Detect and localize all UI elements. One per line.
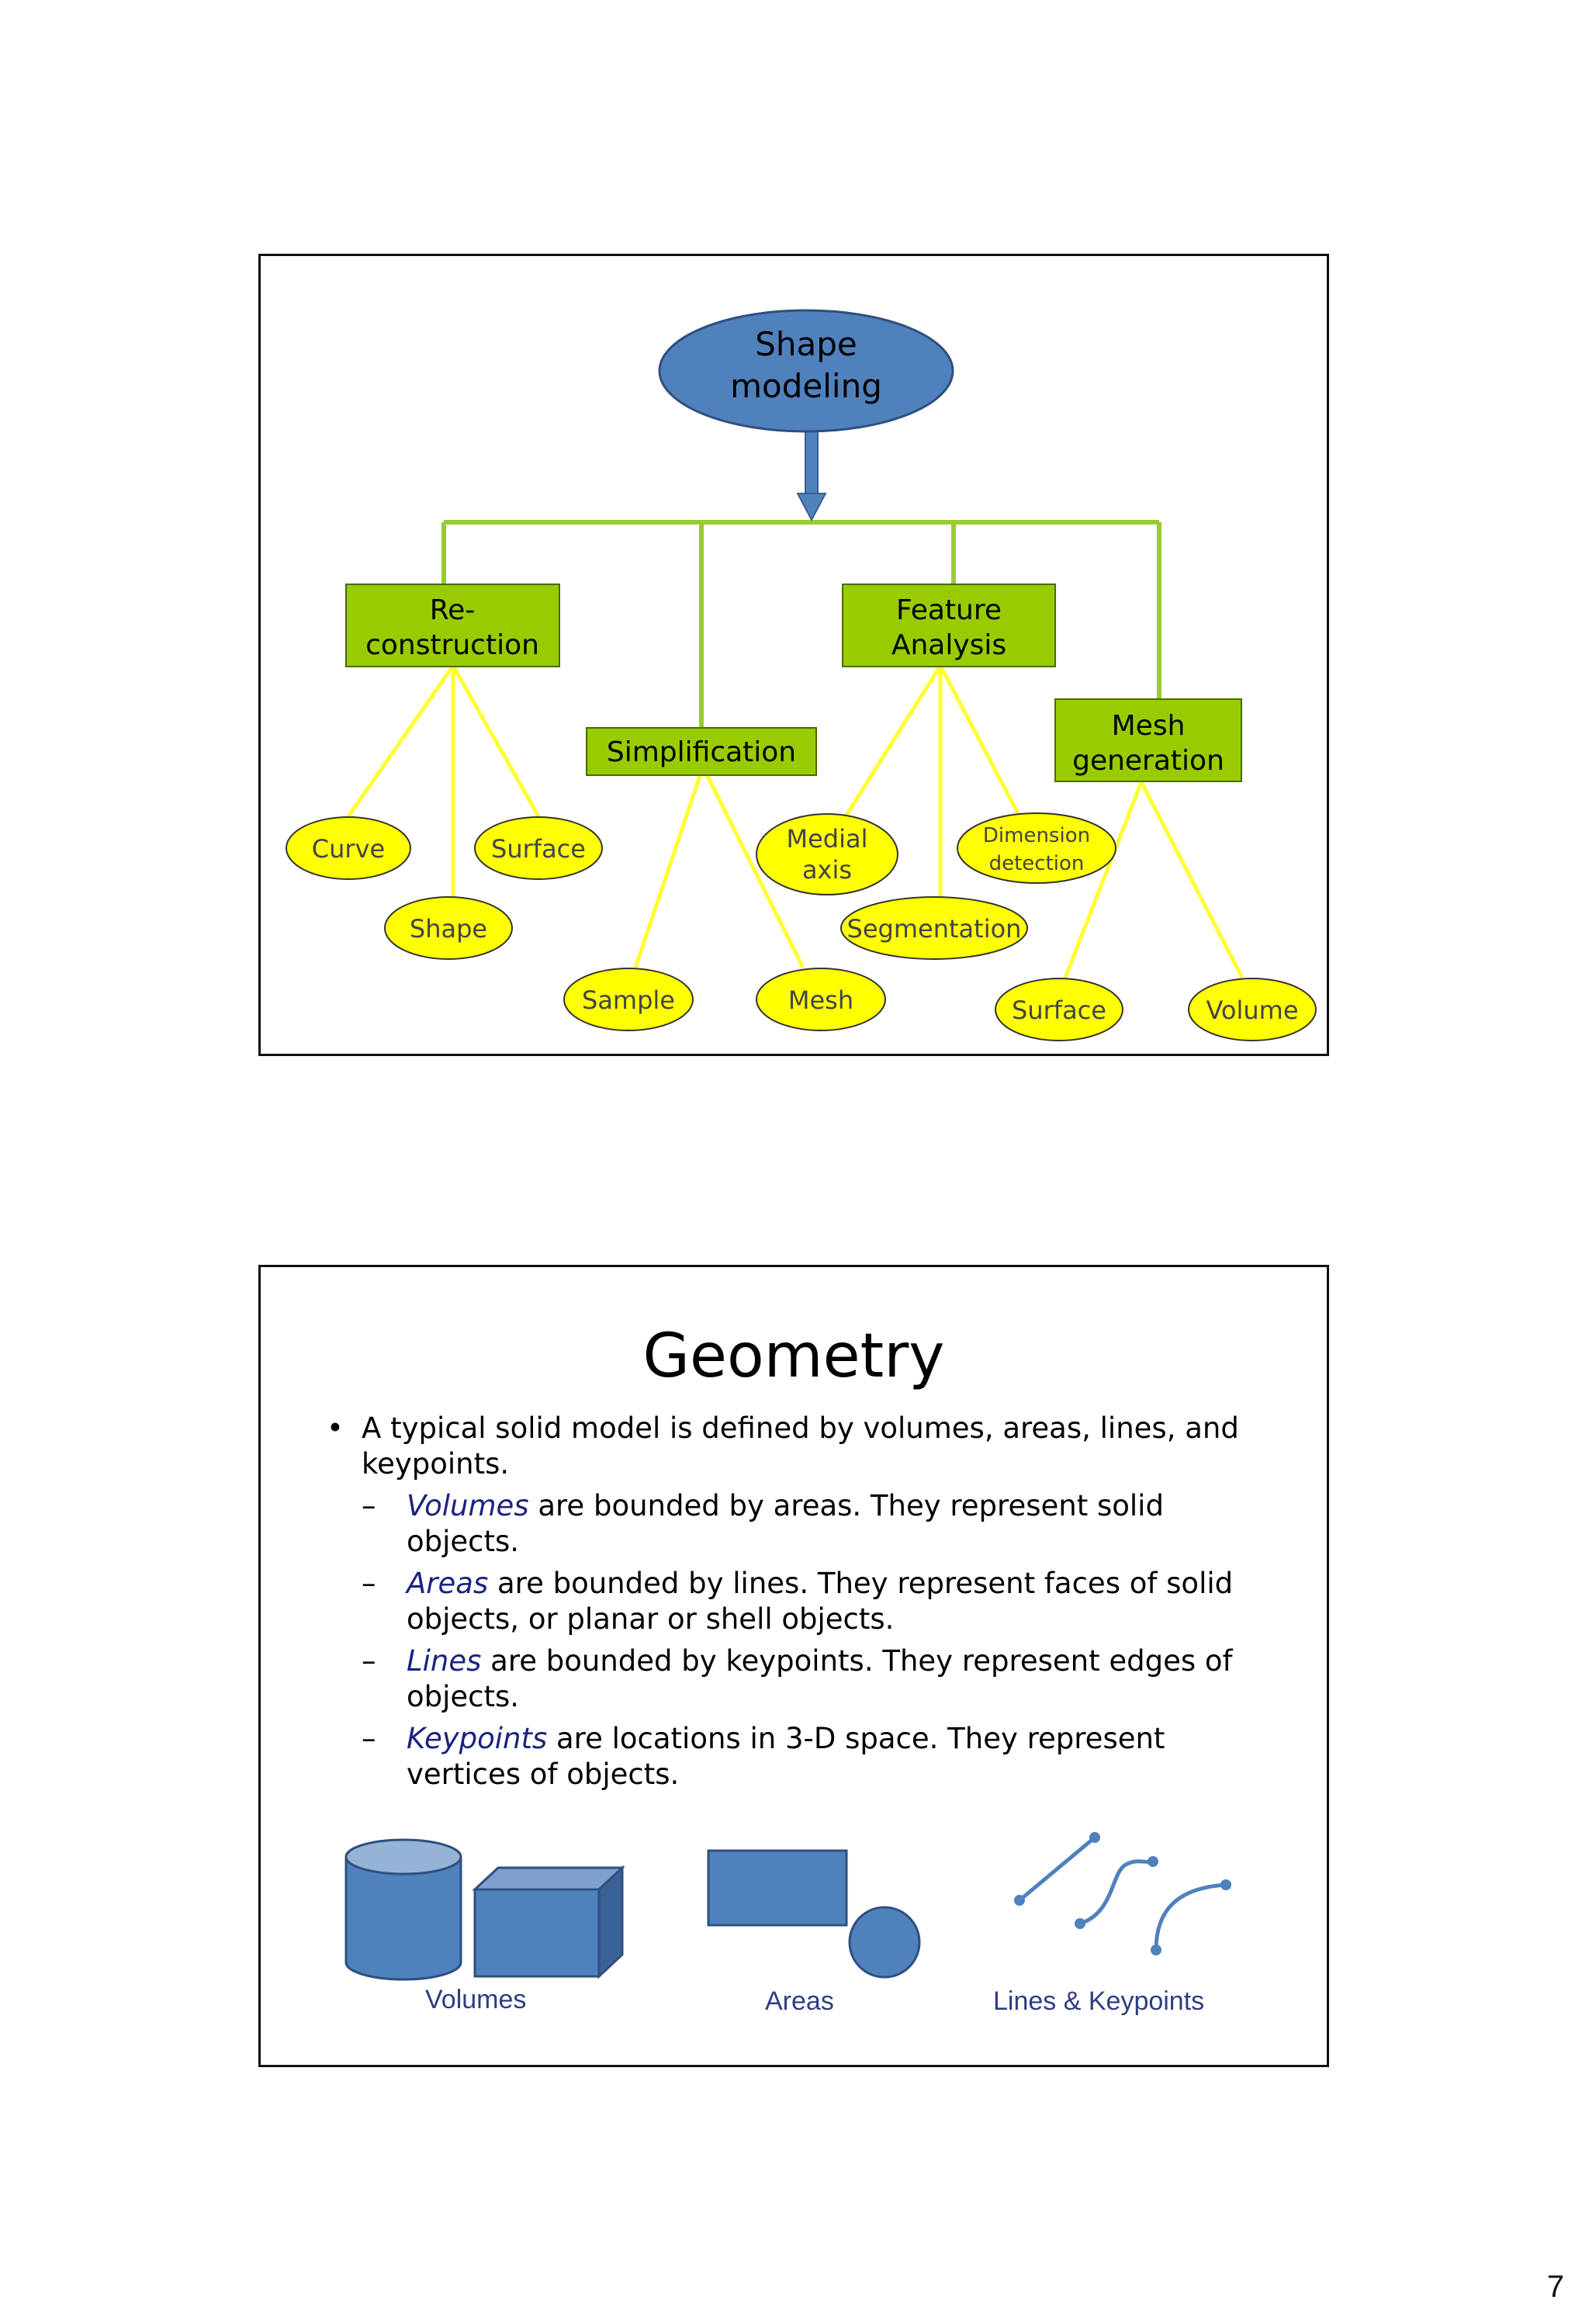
svg-text:Sample: Sample xyxy=(582,985,675,1015)
leaf-shape: Shape xyxy=(384,896,513,960)
dash-icon: – xyxy=(362,1489,376,1522)
geometry-slide: Geometry • A typical solid model is defi… xyxy=(258,1265,1329,2067)
svg-text:Feature: Feature xyxy=(896,594,1002,626)
svg-text:Curve: Curve xyxy=(312,834,385,864)
dash-icon: – xyxy=(362,1567,376,1600)
svg-text:Re-: Re- xyxy=(430,594,476,626)
shape-modeling-diagram: Shape modeling Re- construction Simplifi… xyxy=(286,309,1317,1041)
svg-text:Analysis: Analysis xyxy=(891,629,1006,661)
leaf-surface-reconstruction: Surface xyxy=(474,816,603,880)
keypoint-dots xyxy=(1014,1832,1231,1955)
sub-bullet-lines: – Lines are bounded by keypoints. They r… xyxy=(362,1644,1233,1713)
svg-text:Mesh: Mesh xyxy=(788,985,853,1015)
geometry-illustrations xyxy=(344,1832,1231,1981)
dash-icon: – xyxy=(362,1644,376,1678)
sub-bullet-volumes: – Volumes are bounded by areas. They rep… xyxy=(362,1489,1164,1558)
svg-text:Surface: Surface xyxy=(1012,996,1106,1025)
category-simplification: Simplification xyxy=(586,727,817,776)
lines-keypoints-icon xyxy=(1018,1836,1227,1951)
caption-volumes: Volumes xyxy=(425,1985,527,2014)
svg-text:Mesh: Mesh xyxy=(1112,710,1186,742)
bullet-dot-icon: • xyxy=(327,1411,344,1445)
shape-modeling-root: Shape modeling xyxy=(658,309,954,433)
leaf-mesh: Mesh xyxy=(756,968,886,1031)
svg-text:Shape: Shape xyxy=(410,914,487,944)
svg-text:Surface: Surface xyxy=(491,834,586,864)
main-bullet-text: A typical solid model is defined by volu… xyxy=(362,1411,1239,1481)
svg-text:detection: detection xyxy=(989,852,1085,875)
bullet-list: • A typical solid model is defined by vo… xyxy=(307,1411,1285,1792)
caption-areas: Areas xyxy=(765,1986,834,2016)
dash-icon: – xyxy=(362,1722,376,1755)
main-bullet: • A typical solid model is defined by vo… xyxy=(307,1411,1285,1482)
svg-text:construction: construction xyxy=(365,629,539,661)
svg-text:Simplification: Simplification xyxy=(607,736,796,768)
shape-modeling-slide: Shape modeling Re- construction Simplifi… xyxy=(258,254,1329,1056)
category-mesh-generation: Mesh generation xyxy=(1054,698,1242,782)
page-number: 7 xyxy=(1546,2270,1564,2304)
leaf-segmentation: Segmentation xyxy=(840,896,1028,960)
slide-title: Geometry xyxy=(642,1321,945,1391)
svg-text:axis: axis xyxy=(802,855,852,885)
sub-bullet-areas: – Areas are bounded by lines. They repre… xyxy=(362,1567,1234,1636)
leaf-volume: Volume xyxy=(1188,978,1317,1041)
branch-connectors xyxy=(441,520,1161,728)
caption-lines-keypoints: Lines & Keypoints xyxy=(993,1986,1205,2016)
circle-area-icon xyxy=(848,1906,921,1979)
category-reconstruction: Re- construction xyxy=(345,584,560,667)
leaf-curve: Curve xyxy=(286,816,411,880)
box-icon xyxy=(472,1865,625,1979)
root-label-line1: Shape xyxy=(755,325,857,363)
svg-text:Medial: Medial xyxy=(787,824,868,854)
leaf-surface-mesh: Surface xyxy=(995,978,1123,1041)
svg-text:Dimension: Dimension xyxy=(983,824,1090,847)
sub-bullet-keypoints: – Keypoints are locations in 3-D space. … xyxy=(362,1722,1165,1791)
rectangle-area-icon xyxy=(707,1849,848,1927)
leaf-connectors xyxy=(346,664,1245,979)
category-feature-analysis: Feature Analysis xyxy=(842,584,1056,667)
svg-text:Volume: Volume xyxy=(1206,996,1298,1025)
root-label-line2: modeling xyxy=(730,367,882,405)
cylinder-icon xyxy=(344,1838,462,1981)
leaf-dimension-detection: Dimension detection xyxy=(957,812,1116,884)
svg-text:Segmentation: Segmentation xyxy=(847,914,1022,944)
down-arrow-icon xyxy=(796,431,827,522)
leaf-medial-axis: Medial axis xyxy=(756,813,898,895)
leaf-sample: Sample xyxy=(563,968,694,1031)
svg-text:generation: generation xyxy=(1072,745,1224,777)
